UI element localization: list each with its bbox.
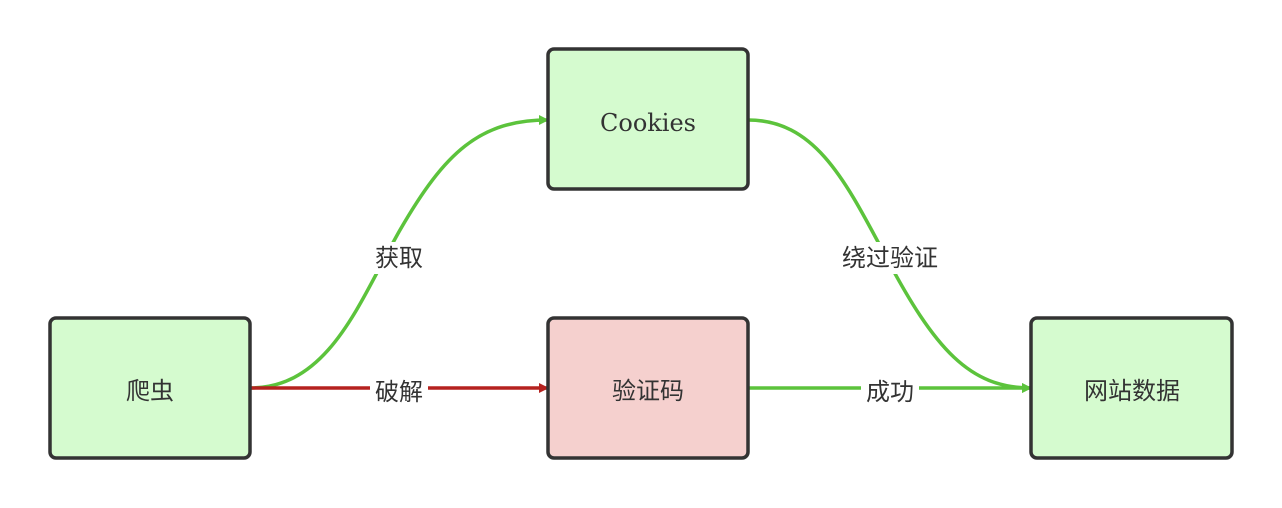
edge-label-bg [861, 376, 919, 408]
edge-label-bg [370, 242, 428, 274]
edge-label-text: 绕过验证 [842, 244, 938, 272]
edge-get-path [249, 115, 549, 390]
edge-label-get: 获取 [370, 242, 428, 274]
node-box [1029, 316, 1234, 460]
node-box [546, 316, 750, 460]
edge-label-text: 成功 [866, 378, 914, 406]
edge-label-text: 破解 [375, 378, 423, 406]
edge-label-bypass: 绕过验证 [836, 242, 944, 274]
node-label: 爬虫 [126, 377, 174, 405]
edge-label-bg [370, 376, 428, 408]
edge-label-bg [836, 242, 944, 274]
node-label: 验证码 [612, 377, 684, 405]
edge-get [249, 115, 549, 390]
node-cookies: Cookies [546, 47, 750, 191]
edge-label-crack: 破解 [370, 376, 428, 408]
node-box [546, 47, 750, 191]
edge-label-success: 成功 [861, 376, 919, 408]
node-captcha: 验证码 [546, 316, 750, 460]
node-crawler: 爬虫 [48, 316, 252, 460]
node-website: 网站数据 [1029, 316, 1234, 460]
node-label: Cookies [600, 109, 696, 137]
edge-label-text: 获取 [375, 244, 423, 272]
node-label: 网站数据 [1084, 377, 1180, 405]
node-box [48, 316, 252, 460]
